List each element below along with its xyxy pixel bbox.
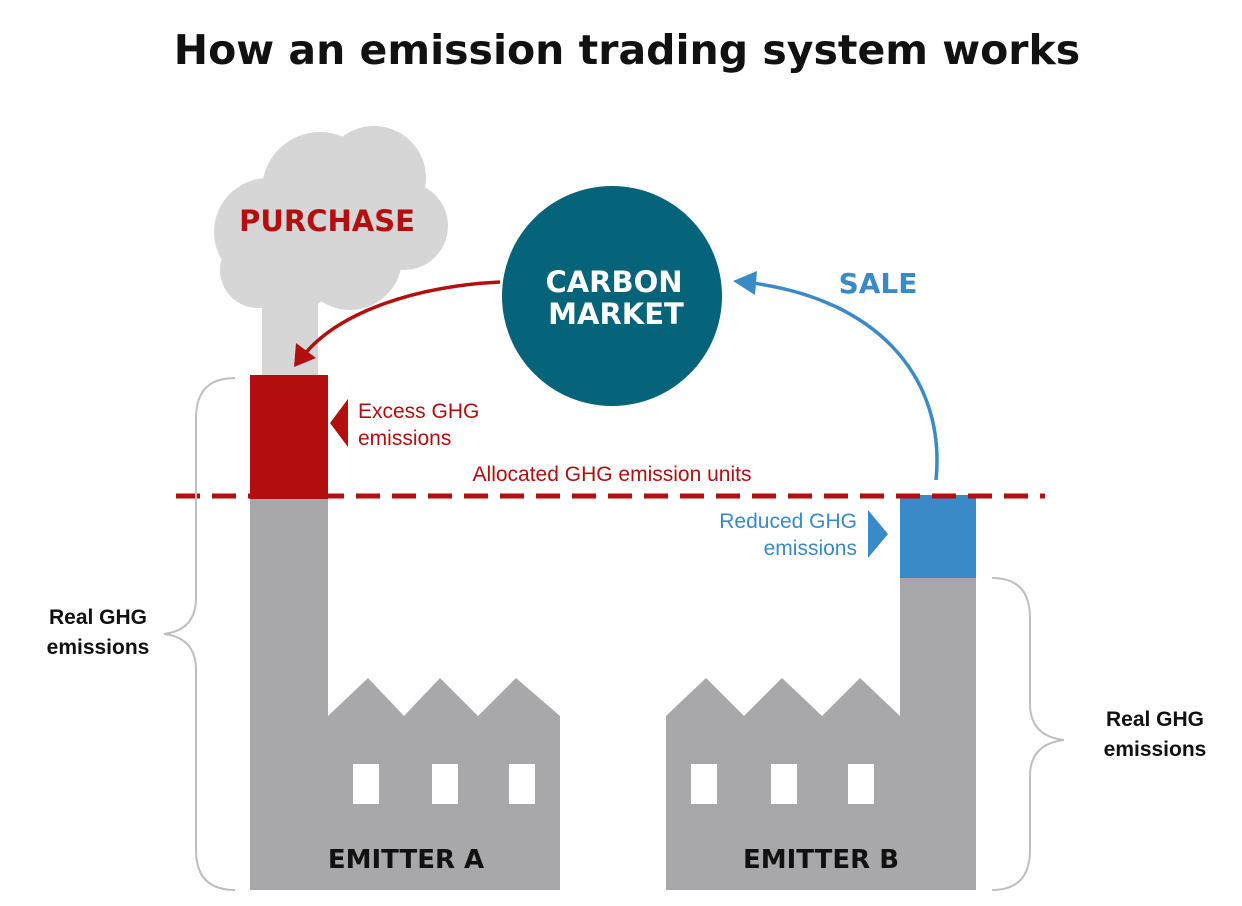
factory-window <box>771 764 797 804</box>
excess-emissions-block <box>250 375 328 499</box>
factory-icon <box>250 496 560 890</box>
real-right-line2: emissions <box>1104 738 1207 761</box>
emitter-b-label: EMITTER B <box>743 845 899 875</box>
real-right-line1: Real GHG <box>1106 708 1204 731</box>
factory-icon <box>666 578 976 890</box>
factory-window <box>509 764 535 804</box>
purchase-arrow-icon <box>301 280 501 358</box>
brace-icon <box>163 377 236 891</box>
smoke-cloud-icon <box>214 126 448 380</box>
reduced-emissions-block <box>900 495 976 578</box>
allocated-label: Allocated GHG emission units <box>473 463 752 486</box>
excess-arrow-icon <box>330 399 348 447</box>
purchase-arrowhead-icon <box>294 343 316 367</box>
reduced-label-line2: emissions <box>764 537 857 560</box>
sale-arrow-icon <box>751 281 939 481</box>
factory-window <box>353 764 379 804</box>
emitter-b-factory <box>666 495 976 890</box>
reduced-label-line1: Reduced GHG <box>719 510 857 533</box>
factory-window <box>691 764 717 804</box>
market-label-line2: MARKET <box>548 297 684 331</box>
real-left-line2: emissions <box>47 636 150 659</box>
purchase-label: PURCHASE <box>239 204 415 238</box>
excess-label-line2: emissions <box>358 427 451 450</box>
page-title: How an emission trading system works <box>174 26 1080 74</box>
reduced-arrow-icon <box>868 510 888 558</box>
sale-arrowhead-icon <box>733 271 757 295</box>
carbon-market-circle <box>502 186 722 406</box>
excess-label-line1: Excess GHG <box>358 400 479 423</box>
factory-window <box>432 764 458 804</box>
emitter-a-label: EMITTER A <box>328 845 484 875</box>
real-left-line1: Real GHG <box>49 606 147 629</box>
factory-window <box>848 764 874 804</box>
market-label-line1: CARBON <box>545 265 682 299</box>
emitter-a-factory <box>250 375 560 890</box>
brace-icon <box>991 577 1065 891</box>
sale-label: SALE <box>839 267 918 300</box>
